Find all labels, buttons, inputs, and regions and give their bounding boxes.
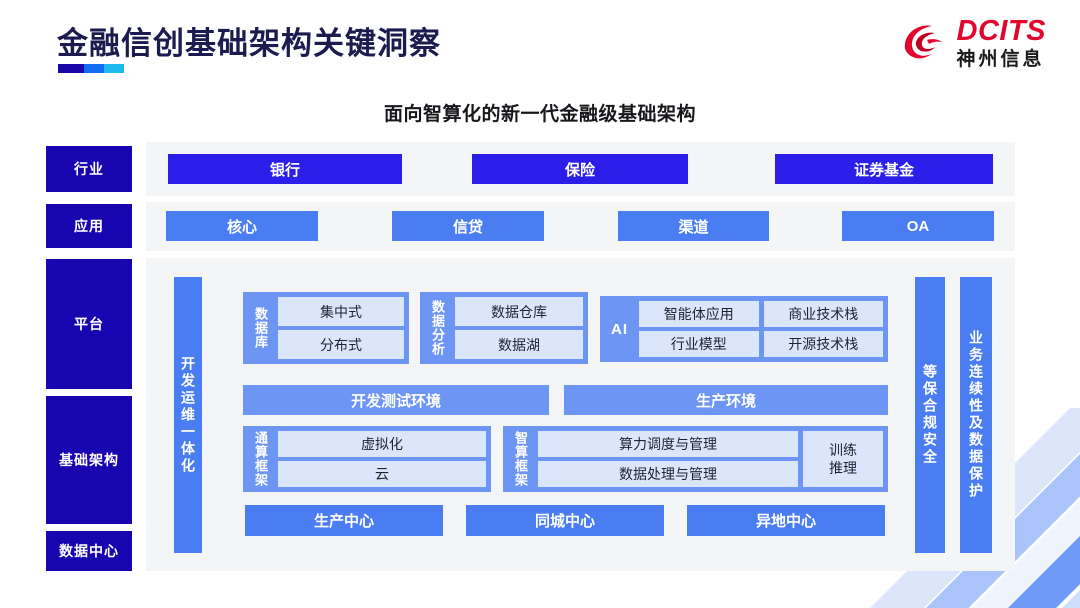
group-ai-compute-label: 智算框架 (513, 431, 528, 487)
rail-item-application[interactable]: 应用 (46, 204, 132, 248)
rail-item-industry[interactable]: 行业 (46, 146, 132, 192)
infer-label: 推理 (829, 460, 857, 476)
dcits-swirl-icon (899, 19, 949, 67)
analytics-cell-warehouse[interactable]: 数据仓库 (455, 297, 583, 326)
vbar-devops[interactable]: 开发运维一体化 (174, 277, 202, 553)
application-channel-box[interactable]: 渠道 (618, 211, 769, 241)
group-general-compute-label: 通算框架 (253, 431, 268, 487)
rail-item-infrastructure[interactable]: 基础架构 (46, 396, 132, 524)
data-center-metro-box[interactable]: 同城中心 (466, 505, 664, 536)
vbar-business-continuity[interactable]: 业务连续性及数据保护 (960, 277, 992, 553)
ai-compute-cell-train-infer[interactable]: 训练 推理 (803, 431, 883, 487)
group-ai-label: AI (611, 320, 628, 338)
environment-dev-test-box[interactable]: 开发测试环境 (243, 385, 549, 415)
ai-cell-agent-app[interactable]: 智能体应用 (639, 301, 759, 327)
data-center-production-box[interactable]: 生产中心 (245, 505, 443, 536)
ai-compute-cell-scheduling[interactable]: 算力调度与管理 (538, 431, 798, 457)
brand-logo: DCITS 神州信息 (899, 17, 1047, 69)
application-core-box[interactable]: 核心 (166, 211, 318, 241)
group-data-analytics[interactable]: 数据分析 数据仓库 数据湖 (420, 292, 588, 364)
industry-insurance-box[interactable]: 保险 (472, 154, 688, 184)
data-center-remote-box[interactable]: 异地中心 (687, 505, 885, 536)
group-ai[interactable]: AI 智能体应用 行业模型 商业技术栈 开源技术栈 (600, 296, 888, 362)
ai-cell-commercial-stack[interactable]: 商业技术栈 (763, 301, 883, 327)
ai-compute-cell-data-processing[interactable]: 数据处理与管理 (538, 461, 798, 487)
page-subtitle: 面向智算化的新一代金融级基础架构 (383, 104, 696, 125)
ai-cell-opensource-stack[interactable]: 开源技术栈 (763, 331, 883, 357)
industry-bank-box[interactable]: 银行 (168, 154, 402, 184)
page-title: 金融信创基础架构关键洞察 (57, 26, 441, 61)
group-analytics-label: 数据分析 (430, 300, 445, 356)
group-database[interactable]: 数据库 集中式 分布式 (243, 292, 409, 364)
title-underline-rule (58, 64, 124, 73)
application-credit-box[interactable]: 信贷 (392, 211, 544, 241)
group-general-compute[interactable]: 通算框架 虚拟化 云 (243, 426, 491, 492)
logo-text-cn: 神州信息 (956, 49, 1045, 70)
database-cell-centralized[interactable]: 集中式 (278, 297, 404, 326)
general-compute-cell-virtualization[interactable]: 虚拟化 (278, 431, 486, 457)
vbar-compliance-security[interactable]: 等保合规安全 (915, 277, 945, 553)
general-compute-cell-cloud[interactable]: 云 (278, 461, 486, 487)
environment-production-box[interactable]: 生产环境 (564, 385, 888, 415)
group-database-label: 数据库 (253, 307, 268, 349)
industry-securities-box[interactable]: 证券基金 (775, 154, 993, 184)
group-ai-compute[interactable]: 智算框架 算力调度与管理 数据处理与管理 训练 推理 (503, 426, 888, 492)
ai-cell-industry-model[interactable]: 行业模型 (639, 331, 759, 357)
rail-item-platform[interactable]: 平台 (46, 259, 132, 389)
database-cell-distributed[interactable]: 分布式 (278, 330, 404, 359)
train-label: 训练 (829, 441, 857, 458)
logo-text-en: DCITS (956, 15, 1046, 47)
application-oa-box[interactable]: OA (842, 211, 994, 241)
analytics-cell-lake[interactable]: 数据湖 (455, 330, 583, 359)
rail-item-data-center[interactable]: 数据中心 (46, 531, 132, 571)
